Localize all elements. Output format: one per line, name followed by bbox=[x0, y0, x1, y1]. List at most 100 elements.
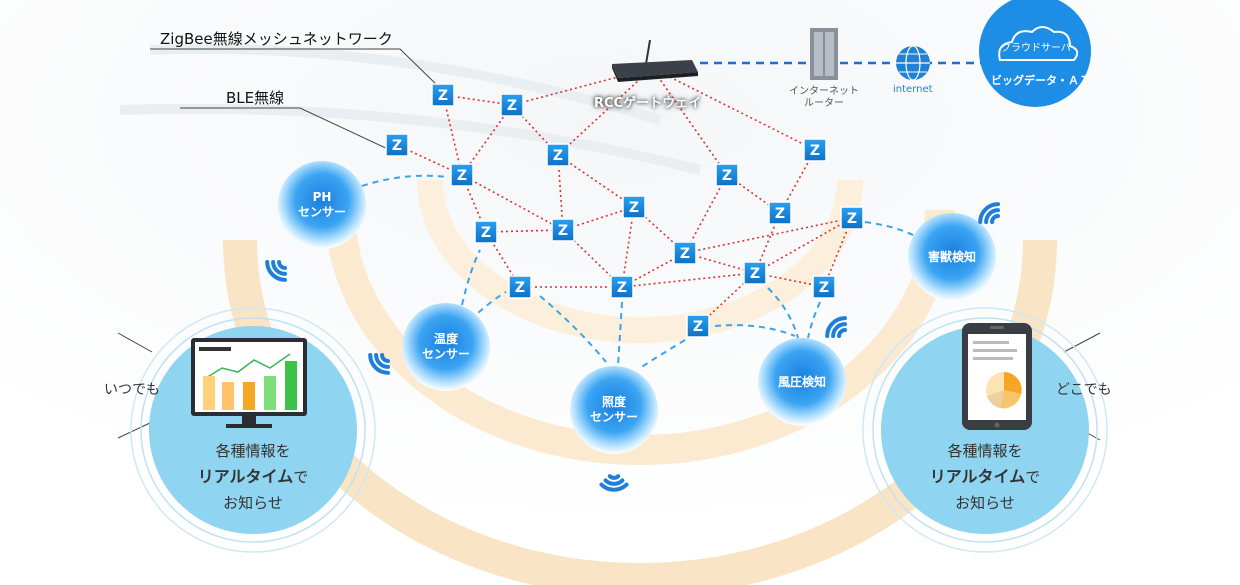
left-deco-line-2 bbox=[117, 421, 153, 439]
right-panel-realtime: リアルタイム bbox=[929, 467, 1026, 486]
mesh-link bbox=[562, 229, 623, 288]
wifi-signal-icon bbox=[978, 202, 1000, 224]
mesh-link bbox=[651, 67, 728, 176]
monitor-icon bbox=[191, 338, 307, 428]
light-sensor-circle bbox=[570, 366, 658, 454]
internet-globe-icon bbox=[896, 45, 930, 81]
wifi-arc bbox=[380, 353, 390, 363]
mesh-link bbox=[621, 272, 756, 288]
router-label: インターネット ルーター bbox=[788, 86, 860, 110]
tablet-text-line-3 bbox=[973, 357, 1013, 360]
temperature-sensor-label-line-2: センサー bbox=[421, 347, 470, 361]
zigbee-node-box bbox=[812, 275, 836, 299]
mesh-link bbox=[557, 67, 653, 156]
zigbee-node-icon: Z bbox=[474, 220, 498, 244]
zigbee-node-icon: Z bbox=[508, 275, 532, 299]
zigbee-node-letter: Z bbox=[750, 266, 760, 282]
monitor-bar-2 bbox=[222, 382, 234, 410]
anywhere-label: どこでも bbox=[1056, 382, 1112, 398]
router-label-line-1: インターネット bbox=[789, 86, 859, 97]
zigbee-node-icon: Z bbox=[610, 275, 634, 299]
wifi-arc bbox=[831, 322, 847, 338]
anytime-label: いつでも bbox=[104, 382, 160, 398]
zigbee-node-box bbox=[768, 201, 792, 225]
right-panel-de: で bbox=[1025, 468, 1041, 486]
left-circle-ring-inner bbox=[140, 317, 366, 543]
right-panel-line-2: リアルタイムで bbox=[885, 464, 1085, 490]
zigbee-node-icon: Z bbox=[546, 143, 570, 167]
wifi-signal-icon bbox=[265, 260, 287, 282]
zigbee-node-box bbox=[385, 133, 409, 157]
ble-link bbox=[539, 295, 607, 363]
decor-stroke-2 bbox=[119, 103, 702, 175]
zigbee-node-icon: Z bbox=[743, 261, 767, 285]
zigbee-node-letter: Z bbox=[629, 200, 639, 216]
internet-router-icon bbox=[810, 28, 838, 80]
right-circle-ring-inner bbox=[872, 317, 1098, 543]
zigbee-node-icon: Z bbox=[803, 138, 827, 162]
zigbee-node-letter: Z bbox=[481, 225, 491, 241]
zigbee-node-box bbox=[803, 138, 827, 162]
wifi-arc bbox=[990, 214, 1000, 224]
zigbee-node-box bbox=[622, 195, 646, 219]
tablet-pie-slice-2 bbox=[1000, 390, 1021, 409]
left-panel-line-1: 各種情報を bbox=[215, 442, 291, 460]
zigbee-node-box bbox=[743, 261, 767, 285]
zigbee-node-icon: Z bbox=[385, 133, 409, 157]
zigbee-node-icon: Z bbox=[715, 163, 739, 187]
ble-link bbox=[361, 174, 449, 187]
wind-pressure-sensor-label: 風圧検知 bbox=[777, 375, 826, 389]
zigbee-node-box bbox=[715, 163, 739, 187]
monitor-title-bar bbox=[199, 347, 231, 351]
wind-pressure-sensor-circle bbox=[758, 338, 846, 426]
ble-link bbox=[617, 301, 623, 367]
wifi-arc bbox=[984, 208, 1000, 224]
temperature-sensor-circle bbox=[402, 303, 490, 391]
zigbee-node-letter: Z bbox=[553, 148, 563, 164]
left-panel-line-3: お知らせ bbox=[223, 494, 283, 512]
gateway-label: RCCゲートウェイ bbox=[594, 96, 702, 111]
zigbee-node-letter: Z bbox=[810, 143, 820, 159]
zigbee-node-box bbox=[474, 220, 498, 244]
wifi-arc bbox=[277, 260, 287, 270]
cloud-subtitle: ビッグデータ・ＡＩ bbox=[991, 74, 1090, 87]
ph-sensor-circle bbox=[278, 161, 366, 249]
ble-link bbox=[639, 339, 686, 369]
gateway-body bbox=[612, 60, 698, 78]
cloud-server-icon bbox=[979, 0, 1091, 107]
zigbee-node-icon: Z bbox=[673, 241, 697, 265]
zigbee-node-letter: Z bbox=[558, 223, 568, 239]
zigbee-node-box bbox=[686, 314, 710, 338]
tablet-button bbox=[994, 422, 1000, 428]
tablet-pie-slice-1 bbox=[1004, 372, 1022, 394]
zigbee-node-letter: Z bbox=[438, 88, 448, 104]
light-sensor-label-line-2: センサー bbox=[589, 410, 638, 424]
mesh-link bbox=[557, 154, 635, 208]
wifi-arc bbox=[607, 474, 621, 480]
monitor-bar-1 bbox=[203, 376, 215, 410]
internet-label: internet bbox=[893, 84, 933, 95]
zigbee-node-box bbox=[673, 241, 697, 265]
ble-link bbox=[461, 249, 481, 306]
zigbee-node-box bbox=[450, 163, 474, 187]
zigbee-node-letter: Z bbox=[515, 280, 525, 296]
zigbee-node-icon: Z bbox=[450, 163, 474, 187]
ble-leader bbox=[180, 107, 391, 151]
zigbee-node-box bbox=[551, 218, 575, 242]
mesh-link bbox=[754, 217, 853, 274]
ble-link bbox=[807, 301, 821, 339]
zigbee-node-icon: Z bbox=[500, 93, 524, 117]
right-panel-line-3: お知らせ bbox=[955, 494, 1015, 512]
left-deco-line-1 bbox=[117, 332, 153, 353]
zigbee-node-box bbox=[500, 93, 524, 117]
light-sensor-label-line-1: 照度 bbox=[601, 395, 626, 409]
zigbee-node-box bbox=[546, 143, 570, 167]
tablet-text-line-1 bbox=[973, 341, 1009, 344]
tablet-speaker bbox=[990, 326, 1004, 329]
cloud-outline bbox=[998, 26, 1079, 61]
zigbee-leader bbox=[150, 48, 441, 89]
zigbee-network-label: ZigBee無線メッシュネットワーク bbox=[160, 30, 393, 48]
pest-detection-sensor-circle bbox=[908, 213, 996, 301]
ph-sensor-label-line-1: PH bbox=[312, 190, 332, 204]
